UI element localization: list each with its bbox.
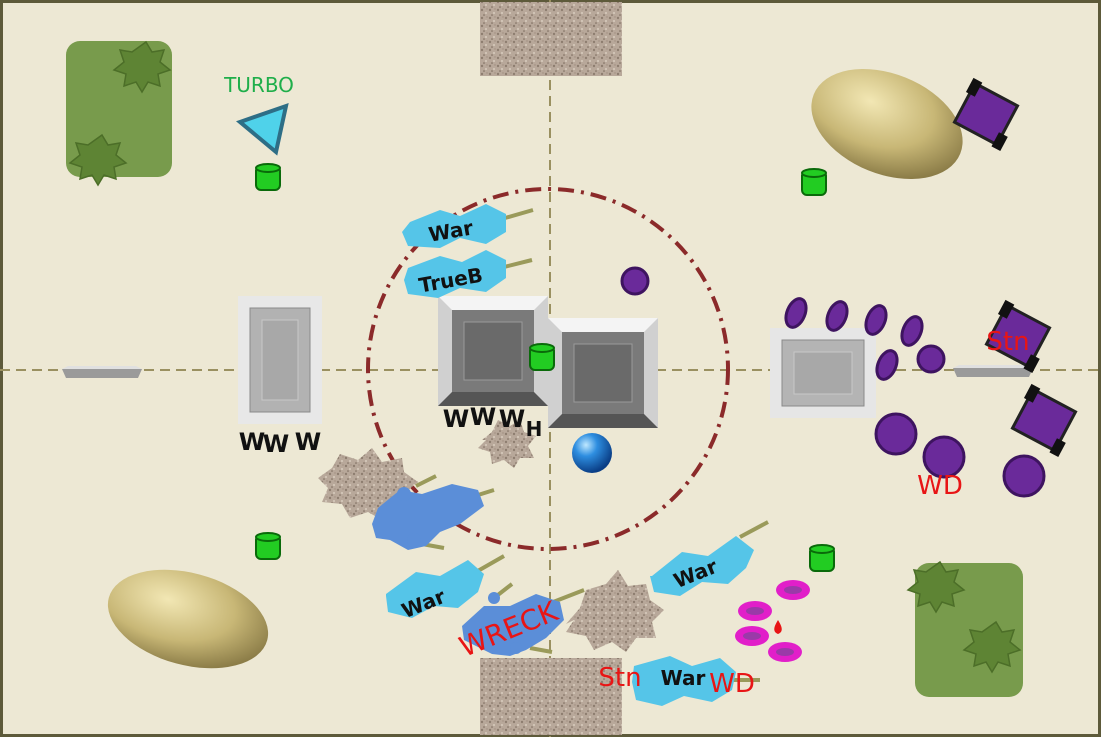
enemy-vehicle-mid[interactable]: Stn: [981, 299, 1057, 374]
wall-left: [62, 366, 142, 378]
player-unit-left[interactable]: [372, 474, 495, 550]
svg-text:W: W: [239, 428, 265, 456]
turbo-triangle-icon: [236, 102, 289, 156]
forest-top-left: [66, 40, 172, 187]
enemy-model[interactable]: [620, 266, 650, 296]
w-markers-left: W W W: [239, 428, 321, 458]
svg-text:W: W: [470, 403, 496, 431]
forest-bottom-right: [906, 560, 1023, 697]
status-wd-bottom: WD: [709, 669, 755, 699]
turbo-label: TURBO: [223, 73, 294, 97]
svg-text:H: H: [526, 417, 543, 441]
dust-cloud-bottom: [566, 570, 664, 652]
status-stn-bottom: Stn: [598, 663, 641, 693]
rubble-zone-bottom: [480, 658, 622, 735]
enemy-vehicle-bottom[interactable]: [1007, 383, 1083, 458]
unit-war-4[interactable]: War Stn WD: [598, 656, 760, 706]
status-stn-right: Stn: [986, 327, 1029, 357]
svg-text:W: W: [295, 428, 321, 456]
center-circle: [366, 187, 730, 551]
enemy-model[interactable]: [916, 344, 946, 374]
turbo-marker[interactable]: TURBO: [223, 73, 294, 156]
objective-marker: [529, 343, 555, 371]
enemy-model[interactable]: [922, 435, 966, 479]
enemy-cloud-group[interactable]: [735, 580, 810, 662]
player-unit-wreck[interactable]: WRECK: [455, 582, 585, 664]
building-right: [770, 328, 876, 418]
objective-marker: [255, 532, 281, 560]
enemy-model[interactable]: [823, 299, 851, 334]
enemy-model[interactable]: [873, 348, 901, 383]
wall-right: [953, 365, 1033, 377]
svg-text:W: W: [443, 405, 469, 433]
enemy-model[interactable]: [862, 303, 890, 338]
unit-label: War: [661, 666, 706, 690]
objective-marker: [809, 544, 835, 572]
boulder-bottom-left: [107, 569, 269, 669]
enemy-model[interactable]: [874, 412, 918, 456]
svg-text:W: W: [499, 405, 525, 433]
boulder-top-right: [811, 69, 963, 179]
rubble-zone-top: [480, 2, 622, 76]
building-left: [238, 296, 322, 424]
ball[interactable]: [572, 433, 612, 473]
svg-text:W: W: [263, 430, 289, 458]
status-wd-right: WD: [917, 471, 963, 501]
dust-cloud-center: [478, 420, 536, 468]
objective-marker: [255, 163, 281, 191]
objective-marker: [801, 168, 827, 196]
blood-drop-icon: [774, 620, 782, 634]
enemy-model[interactable]: [782, 296, 810, 331]
enemy-model[interactable]: [898, 314, 926, 349]
enemy-vehicle-top[interactable]: [949, 77, 1025, 152]
w-markers-center: W W W H: [443, 403, 543, 441]
building-center-right: [548, 318, 658, 428]
enemy-model[interactable]: [1002, 454, 1046, 498]
